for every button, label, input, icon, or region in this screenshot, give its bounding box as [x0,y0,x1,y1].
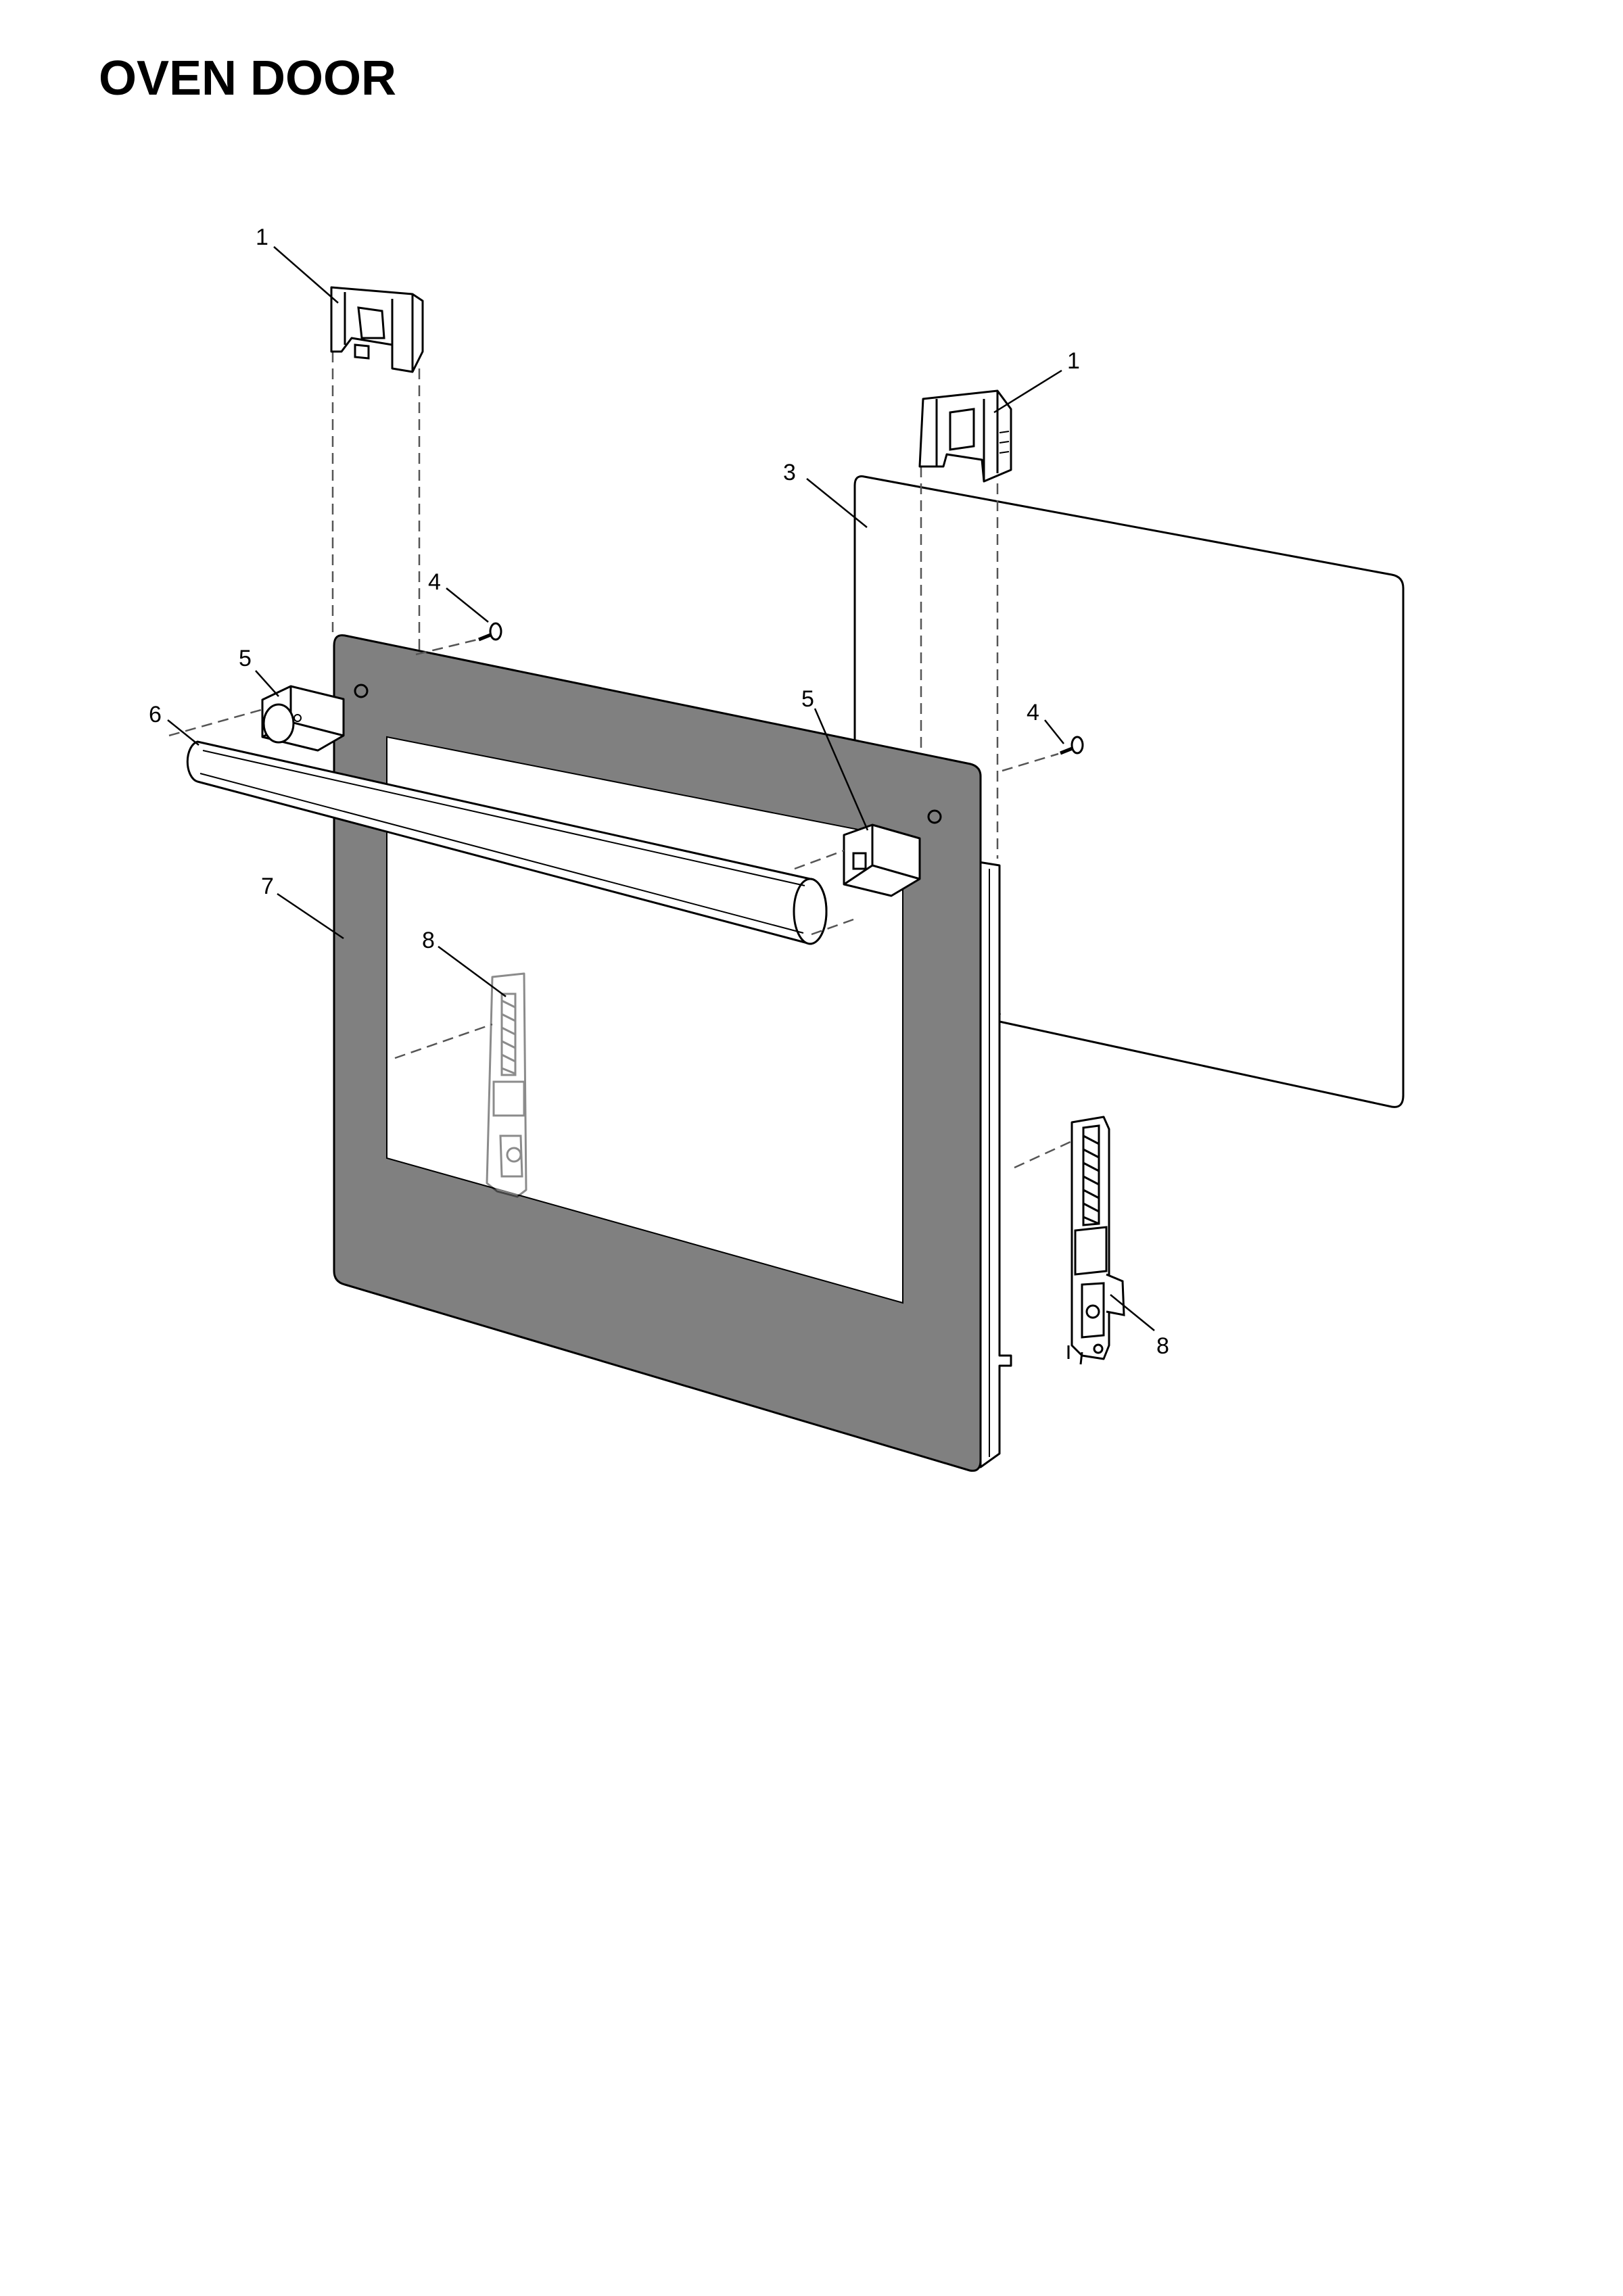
callout-1-right: 1 [1067,348,1080,374]
callout-4-left: 4 [428,569,441,595]
handle-support-left [261,685,345,752]
screw-left [478,622,502,642]
callout-8-left: 8 [422,928,435,953]
alignment-line [394,1023,493,1059]
callout-5-left: 5 [239,646,252,671]
door-handle [186,740,828,945]
callout-8-right: 8 [1156,1333,1169,1359]
alignment-line [794,849,845,870]
door-top-clip-left [330,286,424,373]
door-top-clip-right [918,389,1012,483]
callout-1-left: 1 [256,224,268,250]
leader-lines [167,246,1155,1331]
alignment-line [1002,752,1059,772]
callout-3: 3 [783,460,796,485]
handle-support-right [843,823,921,897]
callout-7: 7 [261,874,274,899]
screw-right [1060,736,1084,755]
door-side-edge [977,861,1012,1468]
door-outer-panel [333,634,982,1472]
callout-6: 6 [149,702,162,727]
alignment-line [811,918,854,936]
alignment-line [1014,1140,1073,1169]
hinge-left [486,972,527,1198]
alignment-line [415,638,478,656]
page-title: OVEN DOOR [99,51,397,105]
callout-4-right: 4 [1027,700,1039,725]
callout-5-right: 5 [801,686,814,712]
hinge-right [1067,1116,1125,1365]
